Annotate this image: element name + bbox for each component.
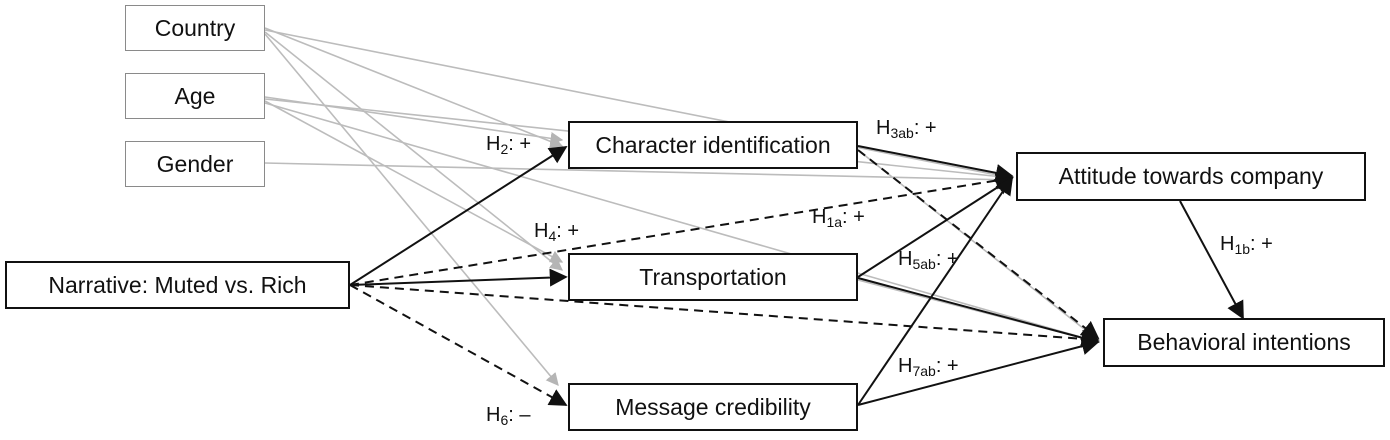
edge-narrative-to-message-credibility [349,284,568,406]
edge-transportation-to-behavioral [857,277,1100,347]
hypothesis-label-h1a: H1a: + [812,206,865,230]
edge-country-to-transportation [264,31,563,271]
edge-attitude-to-behavioral [1179,200,1244,320]
edge-narrative-to-character-identification [349,146,568,286]
node-character-identification: Character identification [568,121,858,169]
node-transportation: Transportation [568,253,858,301]
hypothesis-label-h7ab: H7ab: + [898,355,959,379]
edge-country-to-character-identification [264,27,564,148]
hypothesis-label-h4: H4: + [534,220,580,244]
edge-age-to-transportation [264,100,564,263]
node-narrative: Narrative: Muted vs. Rich [5,261,350,309]
node-country: Country [125,5,265,51]
edge-message-credibility-to-attitude [857,176,1014,406]
node-age: Age [125,73,265,119]
hypothesis-label-h6: H6: – [486,404,531,428]
edge-narrative-to-transportation [349,268,568,287]
edge-transportation-to-attitude [857,177,1014,278]
edge-gender-to-attitude [264,162,1014,187]
edge-age-to-behavioral [264,102,1100,345]
edge-narrative-to-behavioral [349,284,1100,348]
edge-character-identification-to-behavioral [857,149,1100,340]
hypothesis-label-h3ab: H3ab: + [876,117,937,141]
node-attitude: Attitude towards company [1016,152,1366,201]
edge-country-to-message-credibility [264,33,559,386]
hypothesis-label-h5ab: H5ab: + [898,248,959,272]
edge-country-to-attitude [264,29,1014,183]
node-message-credibility: Message credibility [568,383,858,431]
node-gender: Gender [125,141,265,187]
hypothesis-label-h2: H2: + [486,133,532,157]
node-behavioral: Behavioral intentions [1103,318,1385,367]
edge-message-credibility-to-behavioral [857,337,1100,406]
edge-character-identification-to-attitude [857,145,1014,182]
hypothesis-label-h1b: H1b: + [1220,233,1273,257]
edge-narrative-to-attitude [349,171,1014,286]
